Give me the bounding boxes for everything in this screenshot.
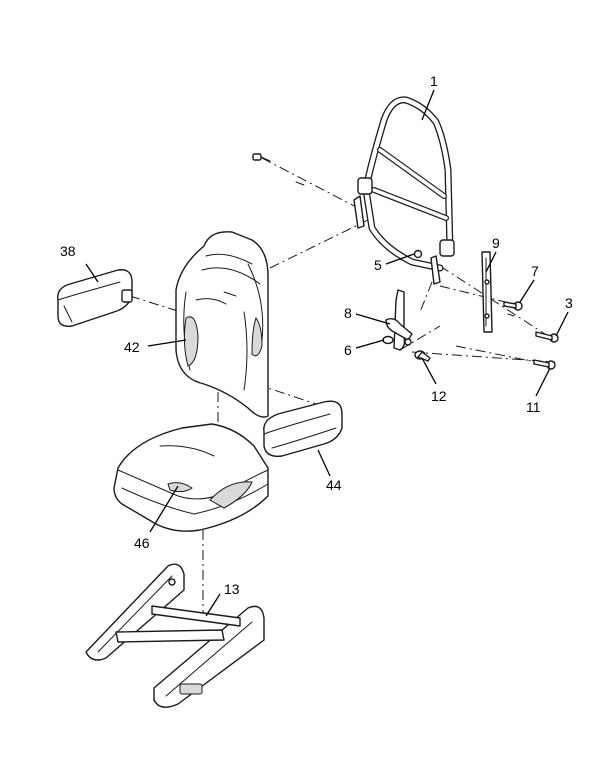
callout-1: 1: [430, 73, 438, 89]
callout-labels: 1 3 5 6 7 8 9 11 12 13 38 42 44 46: [60, 73, 573, 597]
spacer-part: [507, 313, 515, 317]
callout-5: 5: [374, 257, 382, 273]
left-armrest-part: [57, 269, 133, 327]
callout-3: 3: [565, 295, 573, 311]
callout-6: 6: [344, 342, 352, 358]
nut-part: [382, 335, 394, 345]
bolt-3-part: [535, 331, 559, 343]
callout-38: 38: [60, 243, 76, 259]
callout-9: 9: [492, 235, 500, 251]
callout-8: 8: [344, 305, 352, 321]
seat-frame-part: [85, 563, 265, 708]
bolt-7-part: [503, 301, 523, 311]
bolt-12-part: [414, 350, 431, 362]
upper-screw-part: [252, 153, 305, 186]
callout-12: 12: [431, 388, 447, 404]
callout-44: 44: [326, 477, 342, 493]
callout-11: 11: [526, 399, 541, 415]
bracket-part: [385, 289, 413, 351]
callout-46: 46: [134, 535, 150, 551]
callout-13: 13: [224, 581, 240, 597]
bolt-11-part: [533, 359, 556, 370]
seat-back-part: [175, 231, 269, 418]
bail-frame-part: [353, 96, 455, 285]
mounting-plate-part: [481, 251, 493, 333]
callout-7: 7: [531, 263, 539, 279]
assembly-lines: [129, 157, 556, 618]
seat-cushion-part: [113, 423, 269, 532]
callout-42: 42: [124, 339, 140, 355]
leader-lines: [85, 89, 569, 617]
right-armrest-part: [263, 400, 343, 457]
